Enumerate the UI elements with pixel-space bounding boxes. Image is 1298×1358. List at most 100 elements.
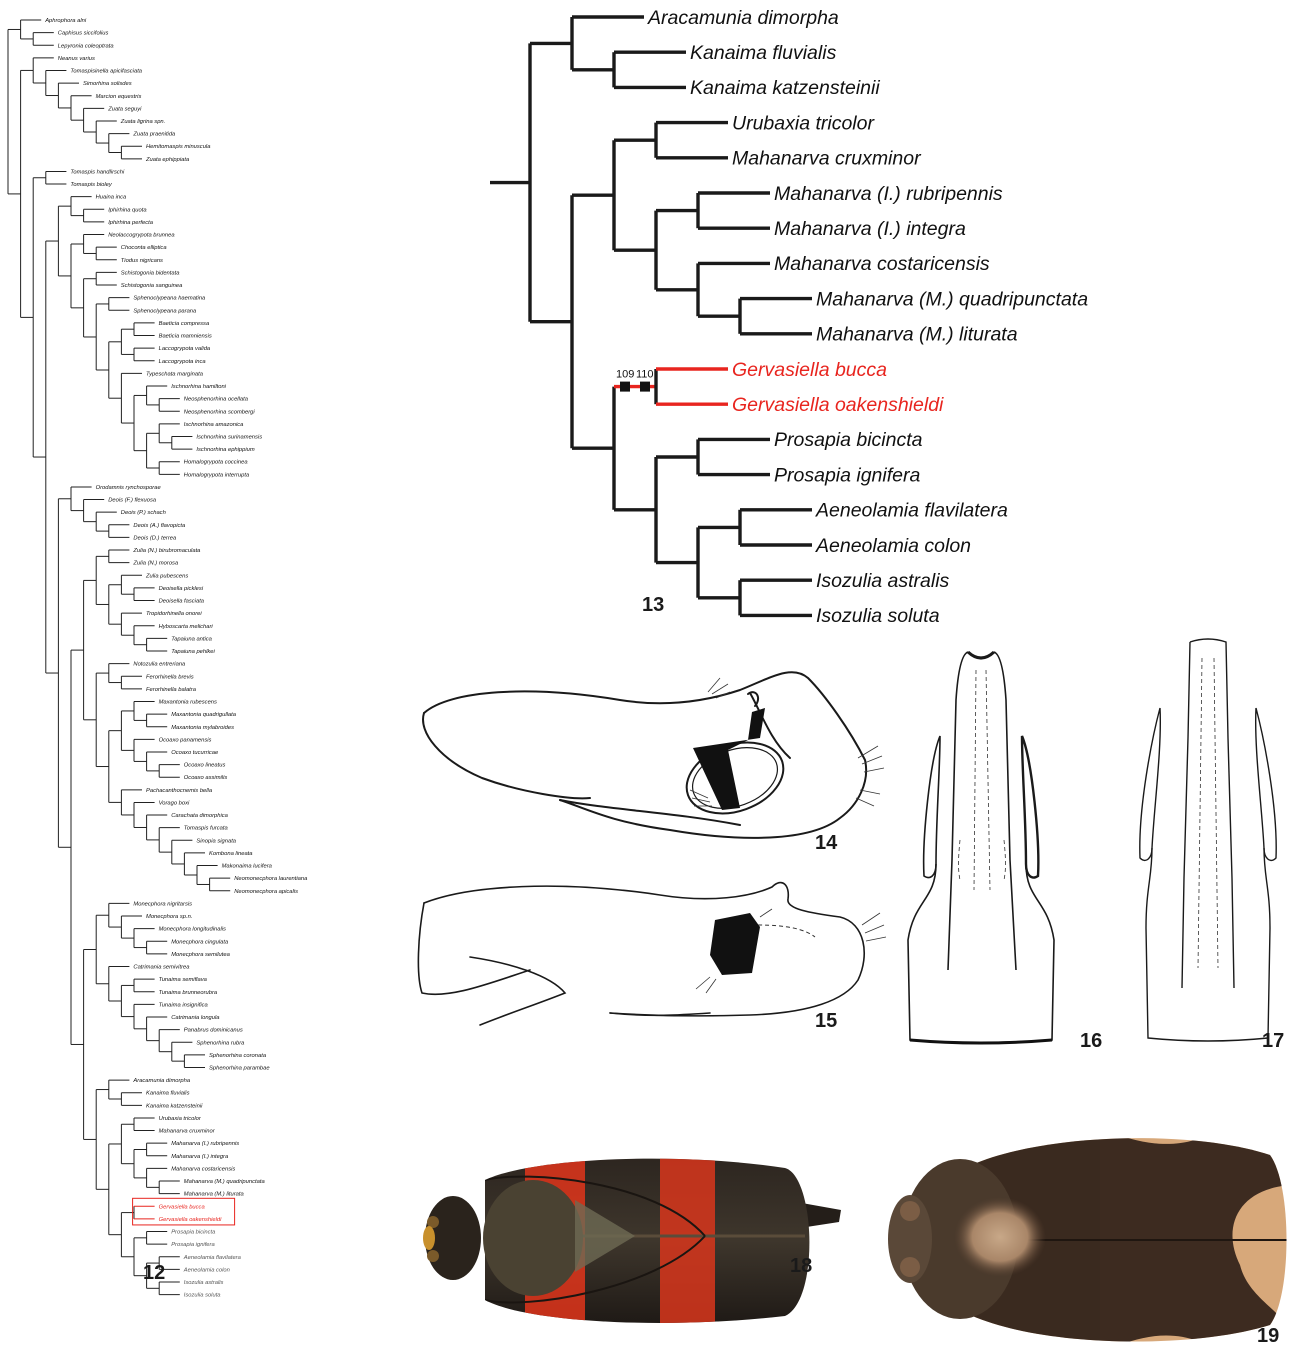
tree-taxon-label: Tunaima brunneorubra xyxy=(159,990,218,996)
tree-taxon-label: Mahanarva (I.) rubripennis xyxy=(171,1141,239,1147)
tree-taxon-label: Deois (A.) flavopicta xyxy=(133,523,186,529)
figure-number-13: 13 xyxy=(642,594,664,617)
tree-taxon-label: Neosphenorhina ocellata xyxy=(184,397,249,403)
tree-taxon-label: Panabrus dominicanus xyxy=(184,1028,243,1034)
tree-taxon-label: Sphenorhina rubra xyxy=(196,1040,245,1046)
tree-taxon-label: Ocoaxo lineatus xyxy=(184,763,226,769)
tree-taxon-label: Aeneolamia flavilatera xyxy=(183,1255,242,1261)
tree-taxon-label: Deoisella fasciata xyxy=(159,599,205,605)
tree-taxon-label: Monecphora semilutea xyxy=(171,952,230,958)
tree-taxon-label: Laccogrypota inca xyxy=(159,359,207,365)
tree-taxon-label: Ischnorhina amazonica xyxy=(184,422,244,428)
tree-taxon-label: Huaina inca xyxy=(96,195,127,201)
tree-taxon-label: Laccogrypota valida xyxy=(159,346,211,352)
tree-taxon-label: Neosphenorhina scombergi xyxy=(184,409,256,415)
habitus-photo-19 xyxy=(880,1125,1298,1353)
tree-taxon-label: Zuata ephippiata xyxy=(145,157,190,163)
character-number-label: 109 xyxy=(616,369,634,381)
tree-taxon-label: Monecphora cingulata xyxy=(171,939,229,945)
tree-taxon-label: Gervasiella bucca xyxy=(732,359,887,381)
tree-taxon-label: Deoisella picklesi xyxy=(159,586,204,592)
tree-taxon-label: Mahanarva (M.) liturata xyxy=(184,1192,245,1198)
tree-taxon-label: Sphenoclypeana haematina xyxy=(133,296,206,302)
tree-taxon-label: Ferorhinella balatra xyxy=(146,687,197,693)
tree-taxon-label: Prosapia ignifera xyxy=(774,464,920,486)
tree-taxon-label: Vorago boxi xyxy=(159,800,190,806)
aedeagus-drawing-16 xyxy=(900,640,1060,1060)
tree-taxon-label: Pachacanthocnemis bella xyxy=(146,788,213,794)
tree-taxon-label: Neanus varius xyxy=(58,56,95,62)
figure-number-18: 18 xyxy=(790,1255,812,1278)
tree-taxon-label: Deois (P.) schach xyxy=(121,510,166,516)
tree-taxon-label: Prosapia bicincta xyxy=(171,1230,216,1236)
tree-taxon-label: Ocoaxo assimilis xyxy=(184,775,228,781)
figure-number-17: 17 xyxy=(1262,1030,1284,1053)
tree-taxon-label: Kanaima katzensteinii xyxy=(690,77,880,99)
figure-18-habitus-photo xyxy=(405,1140,845,1335)
character-number-label: 110 xyxy=(636,369,654,381)
tree-taxon-label: Mahanarva (M.) liturata xyxy=(816,324,1018,346)
tree-taxon-label: Monecphora nigritarsis xyxy=(133,901,192,907)
tree-taxon-label: Tomaspis handlirschi xyxy=(70,169,125,175)
tree-taxon-label: Ischnorhina hamiltoni xyxy=(171,384,226,390)
tree-taxon-label: Lepyronia coleoptrata xyxy=(58,43,115,49)
tree-taxon-label: Zulia (N.) morosa xyxy=(132,561,179,567)
figure-number-14: 14 xyxy=(815,832,837,855)
tree-taxon-label: Schistogonia sanguinea xyxy=(121,283,183,289)
tree-taxon-label: Kanaima katzensteinii xyxy=(146,1103,203,1109)
tree-taxon-label: Catrimania semivitrea xyxy=(133,965,190,971)
tree-taxon-label: Mahanarva cruxminor xyxy=(732,148,922,170)
tree-taxon-label: Gervasiella oakenshieldi xyxy=(732,394,944,416)
tree-taxon-label: Ischnorhina ephippium xyxy=(196,447,254,453)
tree-taxon-label: Tropidorhinella onorei xyxy=(146,611,202,617)
tree-taxon-label: Ocoaxo panamensis xyxy=(159,737,212,743)
habitus-photo-18 xyxy=(405,1140,845,1335)
tree-taxon-label: Prosapia bicincta xyxy=(774,429,923,451)
tree-taxon-label: Mahanarva costaricensis xyxy=(171,1166,235,1172)
tree-taxon-label: Maxantonia rubescens xyxy=(159,700,217,706)
tree-taxon-label: Homalogrypota coccinea xyxy=(184,460,249,466)
tree-taxon-label: Iphirhina perfecta xyxy=(108,220,154,226)
figure-number-16: 16 xyxy=(1080,1030,1102,1053)
tree-taxon-label: Neomonecphora apicalis xyxy=(234,889,298,895)
tree-taxon-label: Aeneolamia colon xyxy=(183,1267,230,1273)
tree-taxon-label: Sphenorhina parambae xyxy=(209,1065,270,1071)
tree-taxon-label: Maxantonia quadrigullata xyxy=(171,712,237,718)
tree-taxon-label: Zuata ligrina spn. xyxy=(120,119,165,125)
tree-taxon-label: Neolaccogrypota brunnea xyxy=(108,233,175,239)
tree-taxon-label: Catrimania longula xyxy=(171,1015,220,1021)
tree-taxon-label: Orodamnis rynchosporae xyxy=(96,485,162,491)
tree-taxon-label: Aeneolamia flavilatera xyxy=(815,500,1008,522)
tree-taxon-label: Baeticia compressa xyxy=(159,321,210,327)
tree-taxon-label: Prosapia ignifera xyxy=(171,1242,215,1248)
tree-taxon-label: Marcion equestris xyxy=(96,94,142,100)
tree-taxon-label: Zuata praenitida xyxy=(132,132,176,138)
tree-taxon-label: Sphenoclypeana parana xyxy=(133,308,197,314)
tree-taxon-label: Hemitomaspis minuscula xyxy=(146,144,211,150)
tree-taxon-label: Urubaxia tricolor xyxy=(732,112,875,134)
tree-taxon-label: Zulia (N.) birubromaculata xyxy=(132,548,201,554)
tree-taxon-label: Mahanarva (I.) integra xyxy=(171,1154,229,1160)
tree-taxon-label: Caphisus siccifolius xyxy=(58,31,109,37)
synapomorphy-marker xyxy=(640,382,650,392)
tree-taxon-label: Iphirhina quota xyxy=(108,207,147,213)
tree-taxon-label: Isozulia astralis xyxy=(816,570,950,592)
tree-taxon-label: Tomaspisinella apicifasciata xyxy=(70,69,142,75)
tree-taxon-label: Tapaiuna antica xyxy=(171,636,212,642)
tree-taxon-label: Deois (F.) flexuosa xyxy=(108,498,157,504)
tree-taxon-label: Isozulia soluta xyxy=(816,605,940,627)
figure-17-aedeagus-ventral xyxy=(1118,628,1298,1058)
tree-taxon-label: Monecphora sp.n. xyxy=(146,914,192,920)
tree-taxon-label: Mahanarva costaricensis xyxy=(774,253,990,275)
tree-taxon-label: Makonaima lucifera xyxy=(222,864,273,870)
tree-taxon-label: Sphenorhina coronata xyxy=(209,1053,267,1059)
tree-taxon-label: Kanaima fluvialis xyxy=(146,1091,190,1097)
tree-taxon-label: Baeticia mamniensis xyxy=(159,334,212,340)
tree-taxon-label: Homalogrypota interrupta xyxy=(184,472,250,478)
tree-taxon-label: Choconta elliptica xyxy=(121,245,168,251)
tree-taxon-label: Kombona lineata xyxy=(209,851,253,857)
tree-taxon-label: Monecphora longitudinalis xyxy=(159,927,226,933)
aedeagus-drawing-17 xyxy=(1118,628,1298,1058)
tree-taxon-label: Neomonecphora laurentiana xyxy=(234,876,308,882)
